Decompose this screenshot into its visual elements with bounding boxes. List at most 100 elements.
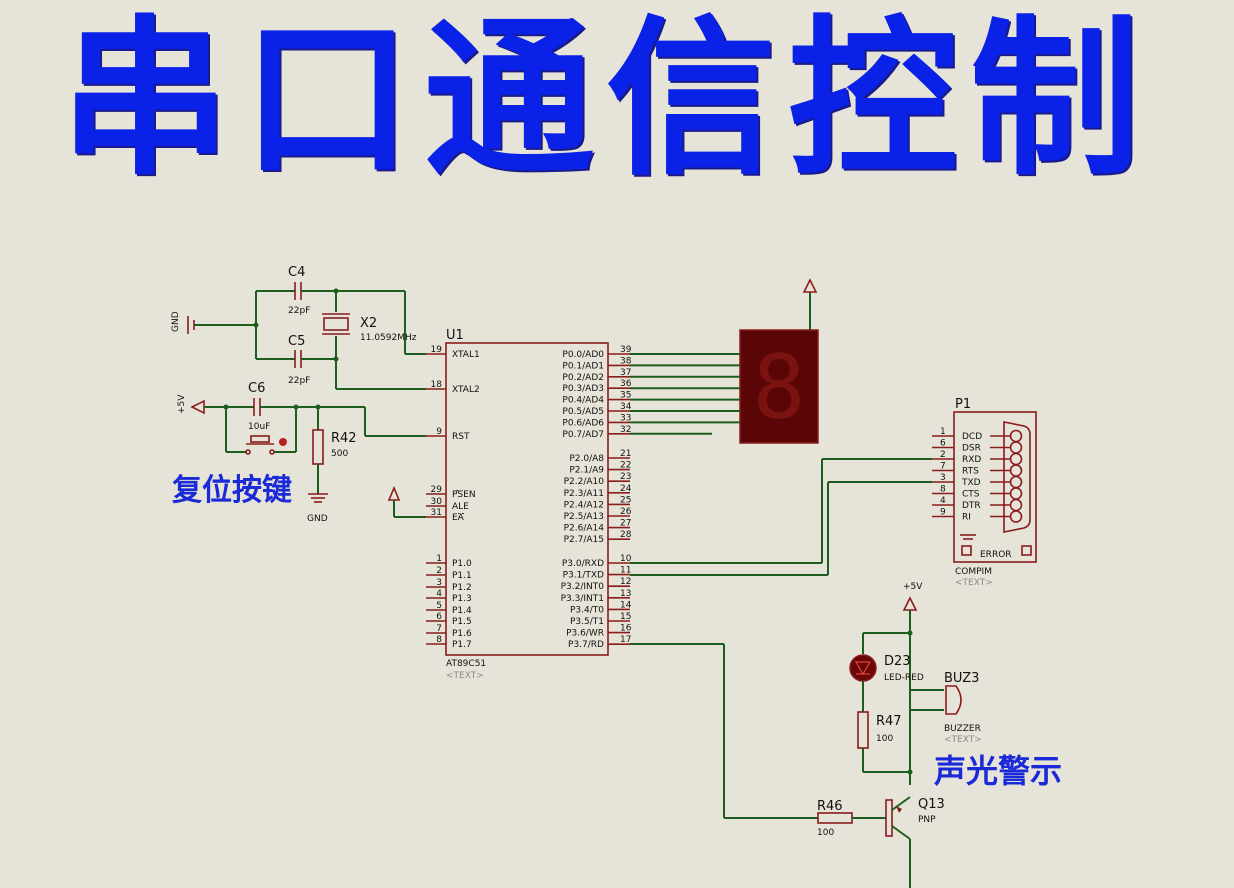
pin-name: P3.2/INT0 — [561, 582, 605, 592]
pin-number: 2 — [436, 566, 442, 576]
alarm-annotation: 声光警示 — [934, 752, 1062, 790]
pin-number: 17 — [620, 635, 631, 645]
pin-name: P3.3/INT1 — [561, 594, 604, 604]
pin-name: P3.6/WR — [566, 629, 604, 639]
pin-number: 4 — [940, 496, 946, 506]
pin-name: P1.3 — [452, 594, 472, 604]
c6-value: 10uF — [248, 422, 270, 432]
buz3-text: <TEXT> — [944, 735, 982, 745]
c5-ref: C5 — [288, 334, 305, 349]
pin-number: 29 — [431, 485, 443, 495]
pin-name: DTR — [962, 501, 981, 511]
page-title: 串口通信控制 — [60, 1, 1153, 199]
pin-number: 12 — [620, 577, 631, 587]
u1-value: AT89C51 — [446, 659, 486, 669]
q13-ref: Q13 — [918, 797, 945, 812]
pin-number: 6 — [940, 439, 946, 449]
pin-number: 23 — [620, 472, 631, 482]
pin-number: 39 — [620, 345, 632, 355]
r46-ref: R46 — [817, 799, 843, 814]
reset-annotation: 复位按键 — [172, 473, 292, 508]
reset-circuit: +5V C6 10uF R42 500 GND 复位按键 — [172, 381, 426, 524]
pin-name: P2.3/A11 — [564, 489, 604, 499]
pin-name: PSEN — [452, 490, 476, 500]
pin-number: 25 — [620, 495, 631, 505]
seven-segment-digit: 8 — [753, 336, 806, 439]
pin-name: EA — [452, 513, 465, 523]
pin-name: P1.6 — [452, 629, 472, 639]
seven-segment-display: 8 — [739, 278, 819, 444]
pin-name: RST — [452, 432, 470, 442]
pin-name: P3.7/RD — [568, 640, 604, 650]
pin-name: P1.0 — [452, 559, 472, 569]
pin-name: P0.4/AD4 — [562, 396, 604, 406]
pin-name: P3.4/T0 — [570, 605, 604, 615]
c6-ref: C6 — [248, 381, 265, 396]
c4-value: 22pF — [288, 306, 310, 316]
c4-ref: C4 — [288, 265, 305, 280]
pin-number: 5 — [436, 601, 442, 611]
pin-number: 1 — [940, 427, 946, 437]
p0-data-bus — [630, 353, 740, 435]
pin-number: 9 — [436, 427, 442, 437]
pin-name: P0.2/AD2 — [562, 373, 604, 383]
pin-number: 1 — [436, 554, 442, 564]
pin-number: 8 — [436, 635, 442, 645]
pin-name: P0.7/AD7 — [562, 430, 604, 440]
pin-name: P0.5/AD5 — [562, 407, 604, 417]
pin-number: 32 — [620, 425, 631, 435]
pin-number: 19 — [431, 345, 443, 355]
r47-ref: R47 — [876, 714, 902, 729]
serial-wires — [630, 458, 932, 576]
u1-text: <TEXT> — [446, 671, 484, 681]
p1-error-label: ERROR — [980, 550, 1012, 560]
db9-pin-circle — [1009, 429, 1023, 443]
pin-number: 26 — [620, 507, 632, 517]
pin-number: 36 — [620, 379, 632, 389]
oscillator-circuit: GND C4 22pF C5 22pF X2 11.0592MHz — [171, 265, 426, 390]
pin-number: 10 — [620, 554, 632, 564]
q13-value: PNP — [918, 815, 936, 825]
db9-pin-circle — [1009, 464, 1023, 477]
pin-name: RI — [962, 513, 971, 523]
pin-number: 38 — [620, 356, 632, 366]
pin-number: 18 — [431, 380, 443, 390]
pin-number: 27 — [620, 519, 631, 529]
db9-pin-circle — [1009, 487, 1023, 500]
pin-name: TXD — [961, 478, 981, 488]
pin-name: P3.0/RXD — [562, 559, 604, 569]
pin-name: P2.5/A13 — [564, 512, 604, 522]
c5-value: 22pF — [288, 376, 310, 386]
pin-number: 2 — [940, 450, 946, 460]
pin-name: XTAL2 — [452, 385, 480, 395]
